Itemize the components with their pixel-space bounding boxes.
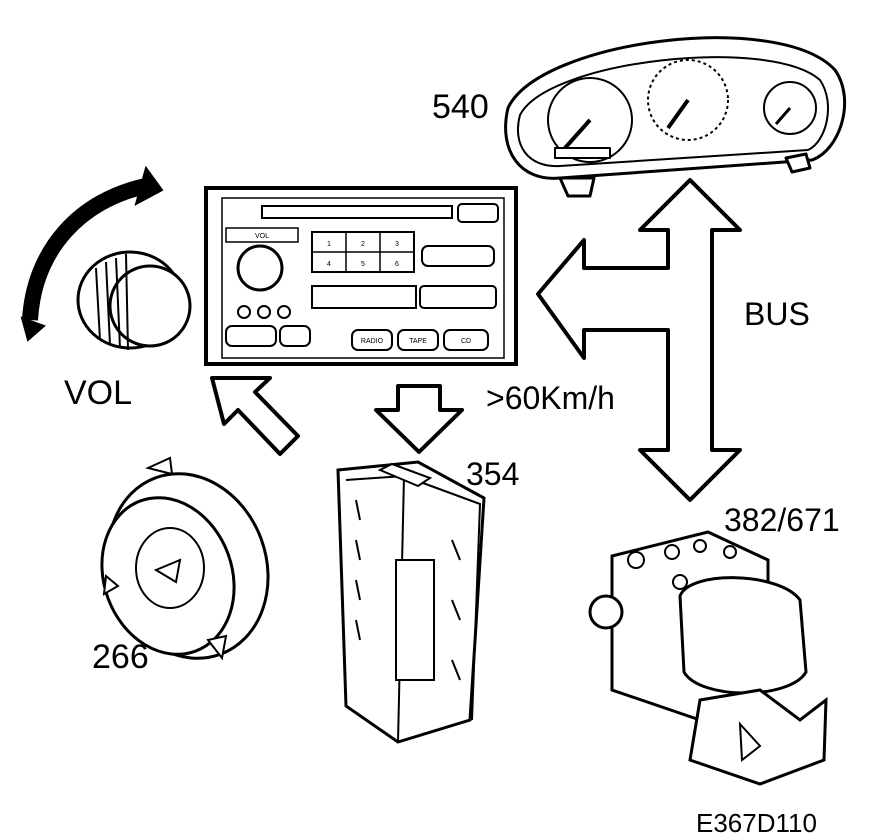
speaker-label: 266 bbox=[92, 638, 149, 676]
radio-cd-text: CD bbox=[461, 338, 471, 345]
radio-preset-6: 6 bbox=[395, 261, 399, 268]
radio-panel-text: VOL 1 2 3 4 5 6 RADIO TAPE CD bbox=[255, 233, 471, 345]
radio-radio-text: RADIO bbox=[361, 338, 384, 345]
amplifier-label: 354 bbox=[466, 456, 520, 492]
radio-head-unit-illustration bbox=[204, 186, 518, 366]
radio-preset-2: 2 bbox=[361, 241, 365, 248]
instrument-cluster-illustration bbox=[504, 36, 846, 198]
radio-vol-text: VOL bbox=[255, 233, 269, 240]
radio-tape-text: TAPE bbox=[409, 338, 427, 345]
instrument-cluster-label: 540 bbox=[432, 88, 489, 126]
volume-knob-illustration bbox=[20, 165, 192, 351]
arrow-radio-to-amplifier bbox=[374, 384, 464, 454]
amplifier-illustration bbox=[336, 460, 486, 744]
radio-preset-4: 4 bbox=[327, 261, 331, 268]
radio-preset-5: 5 bbox=[361, 261, 365, 268]
abs-unit-illustration bbox=[588, 530, 828, 786]
abs-unit-label: 382/671 bbox=[724, 502, 840, 538]
arrow-radio-to-speaker bbox=[210, 376, 300, 456]
radio-preset-3: 3 bbox=[395, 241, 399, 248]
volume-label: VOL bbox=[64, 374, 133, 412]
speaker-illustration bbox=[100, 456, 270, 661]
figure-code: E367D110 bbox=[696, 808, 817, 838]
bus-label: BUS bbox=[744, 296, 810, 332]
radio-preset-1: 1 bbox=[327, 241, 331, 248]
arrow-bus bbox=[536, 178, 742, 502]
speed-threshold-label: >60Km/h bbox=[486, 380, 615, 416]
